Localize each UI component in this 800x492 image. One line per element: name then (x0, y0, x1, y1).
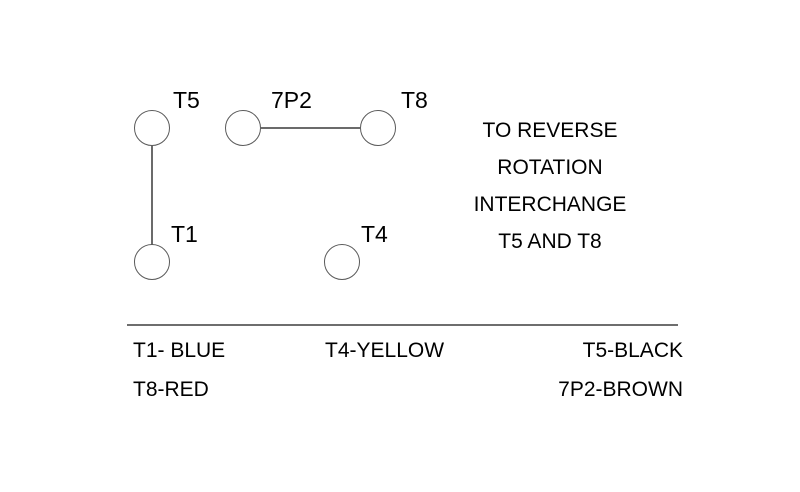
terminal-7p2-circle-icon[interactable] (225, 110, 261, 146)
legend-7p2-color: 7P2-BROWN (558, 378, 683, 401)
wire-color-legend: T1- BLUE T4-YELLOW T5-BLACK T8-RED 7P2-B… (127, 337, 683, 415)
legend-row: T8-RED 7P2-BROWN (127, 376, 683, 415)
terminal-t4-label: T4 (361, 221, 388, 247)
legend-t1-color: T1- BLUE (133, 339, 226, 362)
terminal-7p2-label: 7P2 (271, 87, 312, 113)
legend-t5-color: T5-BLACK (582, 339, 683, 362)
wire-7p2-to-t8 (261, 127, 360, 129)
legend-divider (127, 324, 678, 326)
instruction-line-3: INTERCHANGE (473, 193, 627, 216)
terminal-t1-circle-icon[interactable] (134, 244, 170, 280)
legend-row: T1- BLUE T4-YELLOW T5-BLACK (127, 337, 683, 376)
terminal-t1-label: T1 (171, 221, 198, 247)
instruction-line-1: TO REVERSE (482, 119, 618, 142)
legend-t8-color: T8-RED (133, 378, 209, 401)
instruction-line-4: T5 AND T8 (498, 230, 602, 253)
terminal-t5-circle-icon[interactable] (134, 110, 170, 146)
legend-t4-color: T4-YELLOW (325, 339, 445, 362)
wire-t5-to-t1 (151, 146, 153, 245)
terminal-t8-label: T8 (401, 87, 428, 113)
terminal-t8-circle-icon[interactable] (360, 110, 396, 146)
terminal-t5-label: T5 (173, 87, 200, 113)
instruction-line-2: ROTATION (497, 156, 603, 179)
terminal-t4-circle-icon[interactable] (324, 244, 360, 280)
instruction-note: TO REVERSE ROTATION INTERCHANGE T5 AND T… (440, 112, 660, 260)
